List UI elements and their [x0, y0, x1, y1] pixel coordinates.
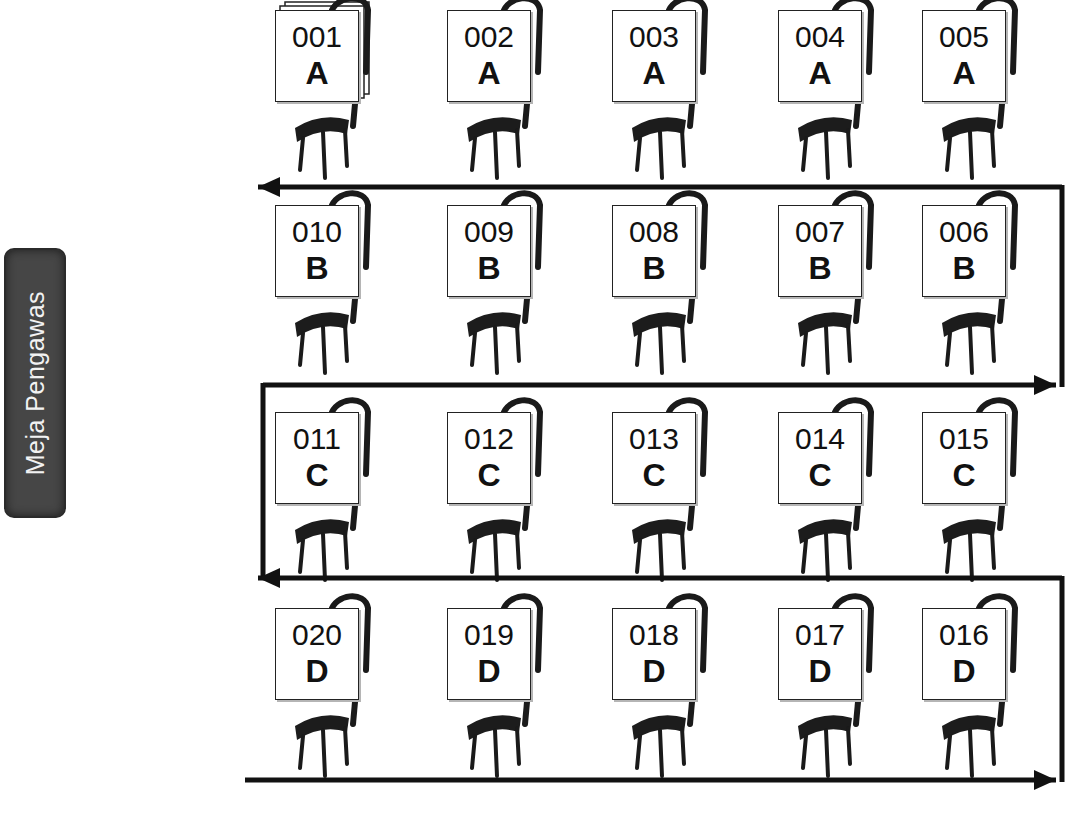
seat-number: 007: [795, 216, 845, 248]
seat-group-letter: C: [642, 459, 665, 493]
seat-group-letter: A: [808, 57, 831, 91]
walking-route: [245, 185, 1062, 782]
seat-number: 010: [292, 216, 342, 248]
route-arrow: [245, 778, 1056, 783]
exam-paper-seat: 001A: [275, 10, 359, 102]
exam-paper-seat: 009B: [447, 205, 531, 297]
route-line: [1060, 576, 1065, 782]
seat-number: 008: [629, 216, 679, 248]
exam-paper-seat: 012C: [447, 412, 531, 504]
route-arrow: [258, 576, 1062, 581]
exam-paper-seat: 015C: [922, 412, 1006, 504]
exam-paper-seat: 010B: [275, 205, 359, 297]
exam-paper-seat: 016D: [922, 608, 1006, 700]
seat-group-letter: C: [808, 459, 831, 493]
seat-group-letter: A: [305, 57, 328, 91]
seat-number: 017: [795, 619, 845, 651]
seat-number: 015: [939, 423, 989, 455]
exam-paper-seat: 014C: [778, 412, 862, 504]
exam-paper-seat: 013C: [612, 412, 696, 504]
seat-group-letter: C: [952, 459, 975, 493]
chairs: [295, 0, 1015, 776]
seat-number: 005: [939, 21, 989, 53]
exam-paper-seat: 011C: [275, 412, 359, 504]
seat-group-letter: D: [808, 655, 831, 689]
seat-number: 004: [795, 21, 845, 53]
route-line: [1060, 185, 1065, 387]
seat-number: 018: [629, 619, 679, 651]
seat-group-letter: D: [642, 655, 665, 689]
seat-group-letter: B: [808, 252, 831, 286]
exam-paper-seat: 018D: [612, 608, 696, 700]
exam-paper-seat: 002A: [447, 10, 531, 102]
seat-number: 009: [464, 216, 514, 248]
exam-paper-seat: 003A: [612, 10, 696, 102]
seat-group-letter: D: [952, 655, 975, 689]
seat-number: 019: [464, 619, 514, 651]
seat-number: 001: [292, 21, 342, 53]
seat-number: 003: [629, 21, 679, 53]
seat-group-letter: B: [305, 252, 328, 286]
seat-number: 020: [292, 619, 342, 651]
seat-number: 013: [629, 423, 679, 455]
exam-paper-seat: 007B: [778, 205, 862, 297]
exam-paper-seat: 017D: [778, 608, 862, 700]
exam-paper-seat: 020D: [275, 608, 359, 700]
seat-group-letter: A: [642, 57, 665, 91]
seat-group-letter: A: [477, 57, 500, 91]
seat-group-letter: C: [305, 459, 328, 493]
route-arrow: [258, 185, 1062, 190]
seat-group-letter: B: [952, 252, 975, 286]
seat-number: 002: [464, 21, 514, 53]
seat-group-letter: D: [305, 655, 328, 689]
exam-paper-seat: 019D: [447, 608, 531, 700]
seat-group-letter: C: [477, 459, 500, 493]
exam-paper-seat: 008B: [612, 205, 696, 297]
seat-group-letter: A: [952, 57, 975, 91]
exam-paper-seat: 005A: [922, 10, 1006, 102]
seat-group-letter: D: [477, 655, 500, 689]
exam-paper-seat: 006B: [922, 205, 1006, 297]
seat-number: 011: [293, 423, 341, 455]
supervisor-desk: Meja Pengawas: [4, 248, 66, 518]
seat-group-letter: B: [642, 252, 665, 286]
seat-number: 016: [939, 619, 989, 651]
seat-number: 006: [939, 216, 989, 248]
route-line: [261, 383, 266, 580]
seat-number: 014: [795, 423, 845, 455]
seat-number: 012: [464, 423, 514, 455]
supervisor-desk-label: Meja Pengawas: [22, 291, 48, 475]
route-arrow: [263, 383, 1056, 388]
exam-paper-seat: 004A: [778, 10, 862, 102]
seat-group-letter: B: [477, 252, 500, 286]
